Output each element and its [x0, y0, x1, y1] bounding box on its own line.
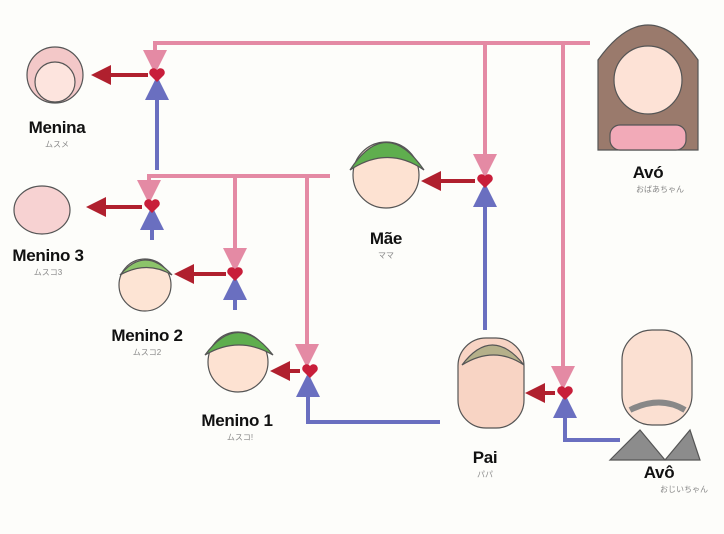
label-menino1: Menino 1: [201, 411, 273, 430]
menino3-portrait: [13, 185, 71, 235]
sublabel-menino2: ムスコ2: [132, 348, 162, 357]
heart-icon: [302, 364, 318, 378]
sublabel-pai: パパ: [477, 470, 493, 479]
father-lines: [140, 76, 620, 442]
sublabel-menino3: ムスコ3: [33, 268, 63, 277]
sublabel-mae: ママ: [378, 251, 394, 260]
sublabel-menino1: ムスコ!: [226, 433, 254, 442]
label-avo-m: Avô: [643, 463, 675, 482]
label-avo-f: Avó: [632, 163, 664, 182]
heart-icon: [557, 386, 573, 400]
child-arrows: [86, 65, 555, 403]
label-mae: Mãe: [369, 229, 403, 248]
sublabel-menina: ムスメ: [45, 140, 69, 149]
avo-f-portrait: [597, 24, 699, 151]
mother-lines: [137, 41, 590, 390]
mae-portrait: [349, 141, 425, 209]
heart-icons: [144, 68, 573, 400]
label-menino2: Menino 2: [111, 326, 183, 345]
heart-icon: [149, 68, 165, 82]
menino1-portrait: [204, 331, 274, 393]
label-pai: Pai: [472, 448, 498, 467]
avo-m-portrait: [608, 329, 701, 461]
heart-icon: [227, 267, 243, 281]
label-menina: Menina: [28, 118, 86, 137]
sublabel-avo-m: おじいちゃん: [660, 485, 708, 494]
sublabel-avo-f: おばあちゃん: [636, 185, 684, 194]
label-menino3: Menino 3: [12, 246, 84, 265]
heart-icon: [144, 199, 160, 213]
pai-portrait: [457, 337, 525, 429]
menino2-portrait: [118, 258, 173, 312]
portraits: [13, 24, 701, 461]
heart-icon: [477, 174, 493, 188]
menina-portrait: [26, 46, 84, 104]
